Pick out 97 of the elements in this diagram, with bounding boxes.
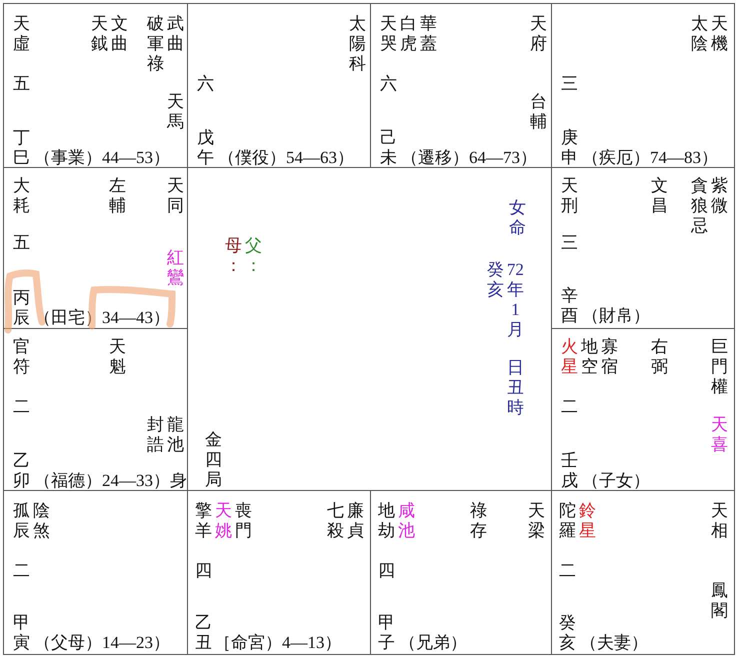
stem-branch-label: 辛酉 xyxy=(560,286,579,326)
palace-cell xyxy=(551,3,735,168)
stem-branch-label: 乙卯 xyxy=(12,451,31,491)
stem-branch-label: 己未 xyxy=(379,128,398,168)
numeral-label: 五 xyxy=(12,74,31,94)
star-label: 巨門權 xyxy=(710,337,729,397)
numeral-label: 二 xyxy=(558,561,577,581)
numeral-label: 五 xyxy=(12,233,31,253)
palace-cell xyxy=(3,328,188,491)
star-label: 大耗 xyxy=(12,176,31,216)
star-label: 天刑 xyxy=(560,176,579,216)
chart-info-text: 癸亥 xyxy=(486,260,505,300)
star-label: 天魁 xyxy=(108,337,127,377)
stem-branch-label: 戊午 xyxy=(196,128,215,168)
numeral-label: 六 xyxy=(379,74,398,94)
stem-branch-label: 丙辰 xyxy=(12,288,31,328)
star-label: 封誥 xyxy=(146,415,165,455)
star-label: 右弼 xyxy=(650,337,669,377)
stem-branch-label: 癸亥 xyxy=(558,613,577,653)
star-label: 鳳閣 xyxy=(710,581,729,621)
star-label: 咸池 xyxy=(397,501,416,541)
star-label: 陰煞 xyxy=(32,501,51,541)
palace-label: （兄弟） xyxy=(399,633,467,653)
numeral-label: 三 xyxy=(560,74,579,94)
chart-info-text: 日丑時 xyxy=(506,358,525,418)
star-label: 陀羅 xyxy=(558,501,577,541)
star-label: 天相 xyxy=(710,501,729,541)
star-label: 天馬 xyxy=(166,92,185,132)
chart-info-text: 女命 xyxy=(508,198,527,238)
palace-cell xyxy=(3,490,188,655)
star-label: 天同 xyxy=(166,176,185,216)
star-label: 破軍祿 xyxy=(146,14,165,74)
star-label: 天梁 xyxy=(527,501,546,541)
palace-label: （事業）44—53） xyxy=(34,148,170,168)
star-label: 紫微 xyxy=(710,176,729,216)
palace-label: （子女） xyxy=(582,471,650,491)
stem-branch-label: 庚申 xyxy=(560,128,579,168)
star-label: 鈴星 xyxy=(578,501,597,541)
star-label: 廉貞 xyxy=(346,501,365,541)
star-label: 地空 xyxy=(580,337,599,377)
stem-branch-label: 乙丑 xyxy=(194,613,213,653)
star-label: 天機 xyxy=(710,14,729,54)
star-label: 天哭 xyxy=(379,14,398,54)
stem-branch-label: 甲寅 xyxy=(12,613,31,653)
star-label: 台輔 xyxy=(529,92,548,132)
stem-branch-label: 壬戌 xyxy=(560,451,579,491)
star-label: 官符 xyxy=(12,337,31,377)
star-label: 龍池 xyxy=(166,415,185,455)
star-label: 七殺 xyxy=(326,501,345,541)
palace-label: （福德）24—33）身 xyxy=(34,471,187,491)
chart-info-text: 72年1月 xyxy=(506,260,525,340)
palace-cell xyxy=(3,3,188,168)
palace-cell xyxy=(370,3,552,168)
star-label: 白虎 xyxy=(399,14,418,54)
chart-info-text: 母： xyxy=(224,236,243,276)
palace-label: （父母）14—23） xyxy=(34,633,170,653)
star-label: 左輔 xyxy=(108,176,127,216)
star-label: 天虛 xyxy=(12,14,31,54)
star-label: 太陰 xyxy=(690,14,709,54)
star-label: 武曲 xyxy=(166,14,185,54)
star-label: 孤辰 xyxy=(12,501,31,541)
stem-branch-label: 丁巳 xyxy=(12,128,31,168)
numeral-label: 二 xyxy=(12,397,31,417)
star-label: 太陽科 xyxy=(348,14,367,74)
star-label: 擎羊 xyxy=(194,501,213,541)
palace-label: （僕役）54—63） xyxy=(218,148,354,168)
star-label: 華蓋 xyxy=(419,14,438,54)
star-label: 天鉞 xyxy=(90,14,109,54)
palace-label: （田宅）34—43） xyxy=(34,308,170,328)
palace-label: （夫妻） xyxy=(580,633,648,653)
palace-label: （疾厄）74—83） xyxy=(582,148,718,168)
star-label: 文昌 xyxy=(650,176,669,216)
palace-cell xyxy=(187,3,371,168)
star-label: 文曲 xyxy=(110,14,129,54)
star-label: 地劫 xyxy=(377,501,396,541)
numeral-label: 四 xyxy=(194,561,213,581)
star-label: 天姚 xyxy=(214,501,233,541)
numeral-label: 二 xyxy=(12,561,31,581)
star-label: 天喜 xyxy=(710,415,729,455)
numeral-label: 二 xyxy=(560,397,579,417)
palace-label: ［命宮）4—13） xyxy=(214,633,342,653)
chart-info-text: 金四局 xyxy=(204,430,223,490)
star-label: 喪門 xyxy=(234,501,253,541)
palace-label: （財帛） xyxy=(582,306,650,326)
star-label: 寡宿 xyxy=(600,337,619,377)
numeral-label: 三 xyxy=(560,233,579,253)
star-label: 祿存 xyxy=(469,501,488,541)
stem-branch-label: 甲子 xyxy=(377,613,396,653)
chart-info-text: 父： xyxy=(244,236,263,276)
palace-label: （遷移）64—73） xyxy=(401,148,537,168)
numeral-label: 六 xyxy=(196,74,215,94)
star-label: 紅鸞 xyxy=(166,248,185,288)
star-label: 天府 xyxy=(529,14,548,54)
palace-cell xyxy=(551,490,735,655)
star-label: 火星 xyxy=(560,337,579,377)
star-label: 貪狼忌 xyxy=(690,176,709,236)
numeral-label: 四 xyxy=(377,561,396,581)
